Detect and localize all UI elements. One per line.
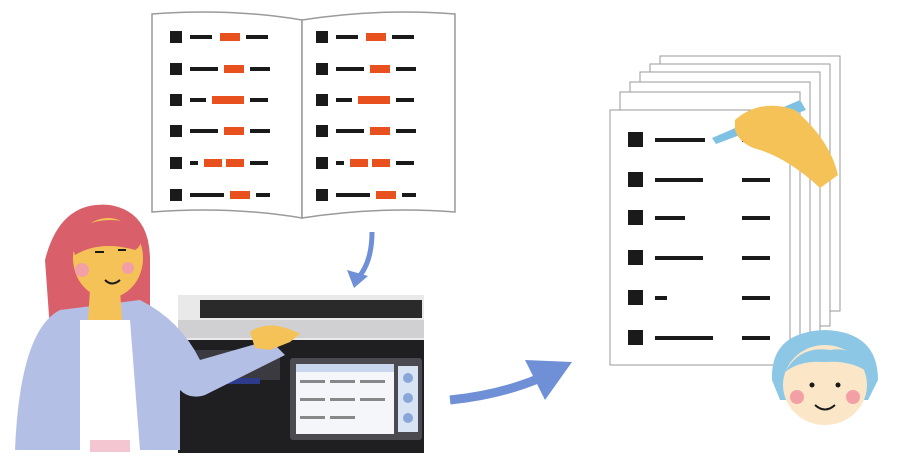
form-label-line: [655, 178, 703, 182]
text-line: [336, 35, 358, 39]
text-line: [190, 67, 218, 71]
text-line: [190, 98, 206, 102]
text-line: [396, 161, 414, 165]
row-checkbox-icon: [316, 157, 328, 169]
highlighted-field: [372, 159, 390, 167]
highlighted-field: [226, 159, 244, 167]
text-line: [250, 98, 268, 102]
form-checkbox-icon: [628, 210, 643, 225]
text-line: [190, 161, 198, 165]
highlighted-field: [376, 191, 396, 199]
highlighted-field: [370, 127, 390, 135]
text-line: [392, 35, 414, 39]
arrow-down-icon: [347, 231, 375, 288]
form-label-line: [655, 216, 685, 220]
paper-document-book: [151, 11, 456, 219]
highlighted-field: [224, 127, 244, 135]
form-value-line: [742, 216, 770, 220]
highlighted-field: [370, 65, 390, 73]
text-line: [336, 129, 364, 133]
digital-form-stack: [609, 55, 841, 366]
row-checkbox-icon: [316, 31, 328, 43]
highlighted-field: [212, 96, 244, 104]
row-checkbox-icon: [170, 189, 182, 201]
row-checkbox-icon: [170, 94, 182, 106]
form-label-line: [655, 296, 667, 300]
row-checkbox-icon: [170, 125, 182, 137]
text-line: [336, 161, 344, 165]
text-line: [256, 193, 270, 197]
form-checkbox-icon: [628, 250, 643, 265]
text-line: [190, 129, 218, 133]
highlighted-field: [358, 96, 390, 104]
text-line: [402, 193, 416, 197]
row-checkbox-icon: [316, 189, 328, 201]
row-checkbox-icon: [170, 31, 182, 43]
form-value-line: [742, 256, 770, 260]
row-checkbox-icon: [170, 157, 182, 169]
woman-pointing: [15, 204, 300, 452]
text-line: [250, 67, 270, 71]
text-line: [250, 129, 270, 133]
text-line: [246, 35, 268, 39]
text-line: [190, 193, 224, 197]
arrow-right-icon: [449, 360, 572, 405]
highlighted-field: [204, 159, 222, 167]
text-line: [336, 67, 364, 71]
hand-writing-with-pen: [712, 100, 838, 188]
form-value-line: [742, 336, 770, 340]
highlighted-field: [230, 191, 250, 199]
form-label-line: [655, 138, 705, 142]
form-value-line: [742, 296, 770, 300]
row-checkbox-icon: [316, 125, 328, 137]
form-checkbox-icon: [628, 290, 643, 305]
form-label-line: [655, 256, 703, 260]
text-line: [396, 129, 416, 133]
highlighted-field: [224, 65, 244, 73]
form-checkbox-icon: [628, 172, 643, 187]
copier-touchscreen: [290, 358, 422, 440]
text-line: [396, 67, 416, 71]
text-line: [250, 161, 268, 165]
text-line: [336, 98, 352, 102]
row-checkbox-icon: [170, 63, 182, 75]
highlighted-field: [350, 159, 368, 167]
highlighted-field: [220, 33, 240, 41]
row-checkbox-icon: [316, 94, 328, 106]
form-value-line: [742, 178, 770, 182]
form-checkbox-icon: [628, 132, 643, 147]
row-checkbox-icon: [316, 63, 328, 75]
form-label-line: [655, 336, 713, 340]
form-checkbox-icon: [628, 330, 643, 345]
text-line: [396, 98, 414, 102]
girl-face: [771, 330, 878, 425]
text-line: [336, 193, 370, 197]
text-line: [190, 35, 212, 39]
highlighted-field: [366, 33, 386, 41]
